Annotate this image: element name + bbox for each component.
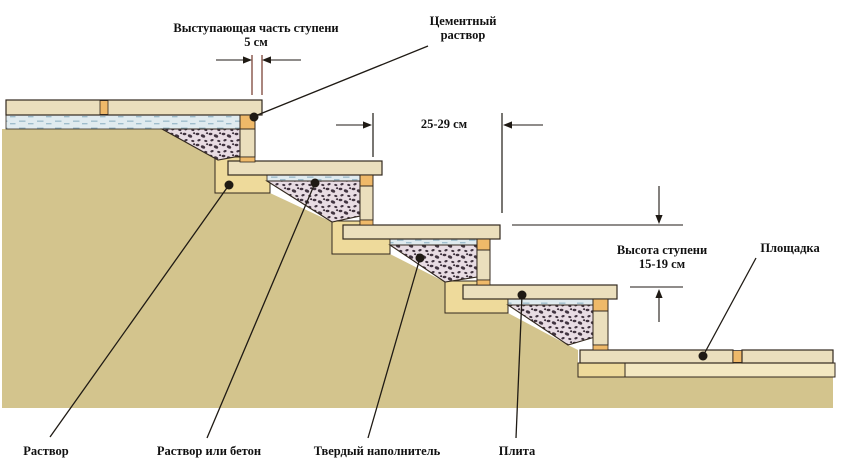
leader-dots bbox=[224, 112, 708, 361]
label-overhang: Выступающая часть ступени 5 см bbox=[173, 21, 338, 50]
label-cement-mortar: Цементный раствор bbox=[429, 14, 497, 43]
label-tread-depth: 25-29 см bbox=[420, 117, 468, 131]
riser-1 bbox=[239, 114, 256, 163]
tread-slab-4 bbox=[462, 284, 618, 300]
dot-mortar bbox=[224, 180, 234, 190]
tread-slab-1 bbox=[5, 99, 263, 116]
platform-base-layer bbox=[624, 362, 836, 378]
riser-3 bbox=[476, 238, 491, 286]
riser-4 bbox=[592, 298, 609, 351]
leader-lines bbox=[49, 45, 757, 439]
platform-slab-2 bbox=[741, 349, 834, 364]
dot-slab bbox=[517, 290, 527, 300]
tread-slab-3 bbox=[342, 224, 501, 240]
platform-joint bbox=[732, 350, 743, 363]
label-overhang-text: Выступающая часть ступени bbox=[173, 21, 339, 35]
mortar-layer-step3 bbox=[389, 238, 478, 246]
dot-mortar-or-concrete bbox=[310, 178, 320, 188]
label-slab: Плита bbox=[498, 444, 536, 458]
riser-2 bbox=[359, 174, 374, 226]
dimension-tread-depth bbox=[336, 113, 543, 213]
label-mortar-or-concrete: Раствор или бетон bbox=[156, 444, 262, 458]
dot-cement-mortar bbox=[249, 112, 259, 122]
tread-slab-2 bbox=[227, 160, 383, 176]
dot-hard-filler bbox=[415, 253, 425, 263]
label-platform: Площадка bbox=[760, 241, 820, 255]
label-mortar: Раствор bbox=[23, 444, 69, 458]
label-hard-filler: Твердый наполнитель bbox=[313, 444, 441, 458]
dimension-overhang bbox=[216, 55, 301, 95]
slab1-joint bbox=[99, 100, 109, 115]
label-step-height: Высота ступени 15-19 см bbox=[616, 243, 708, 272]
platform-slab-1 bbox=[579, 349, 734, 364]
label-overhang-value: 5 см bbox=[244, 35, 268, 50]
mortar-bed-platform bbox=[577, 362, 626, 378]
dimension-step-height bbox=[512, 186, 683, 322]
dot-platform bbox=[698, 351, 708, 361]
mortar-layer-step1 bbox=[5, 114, 241, 130]
